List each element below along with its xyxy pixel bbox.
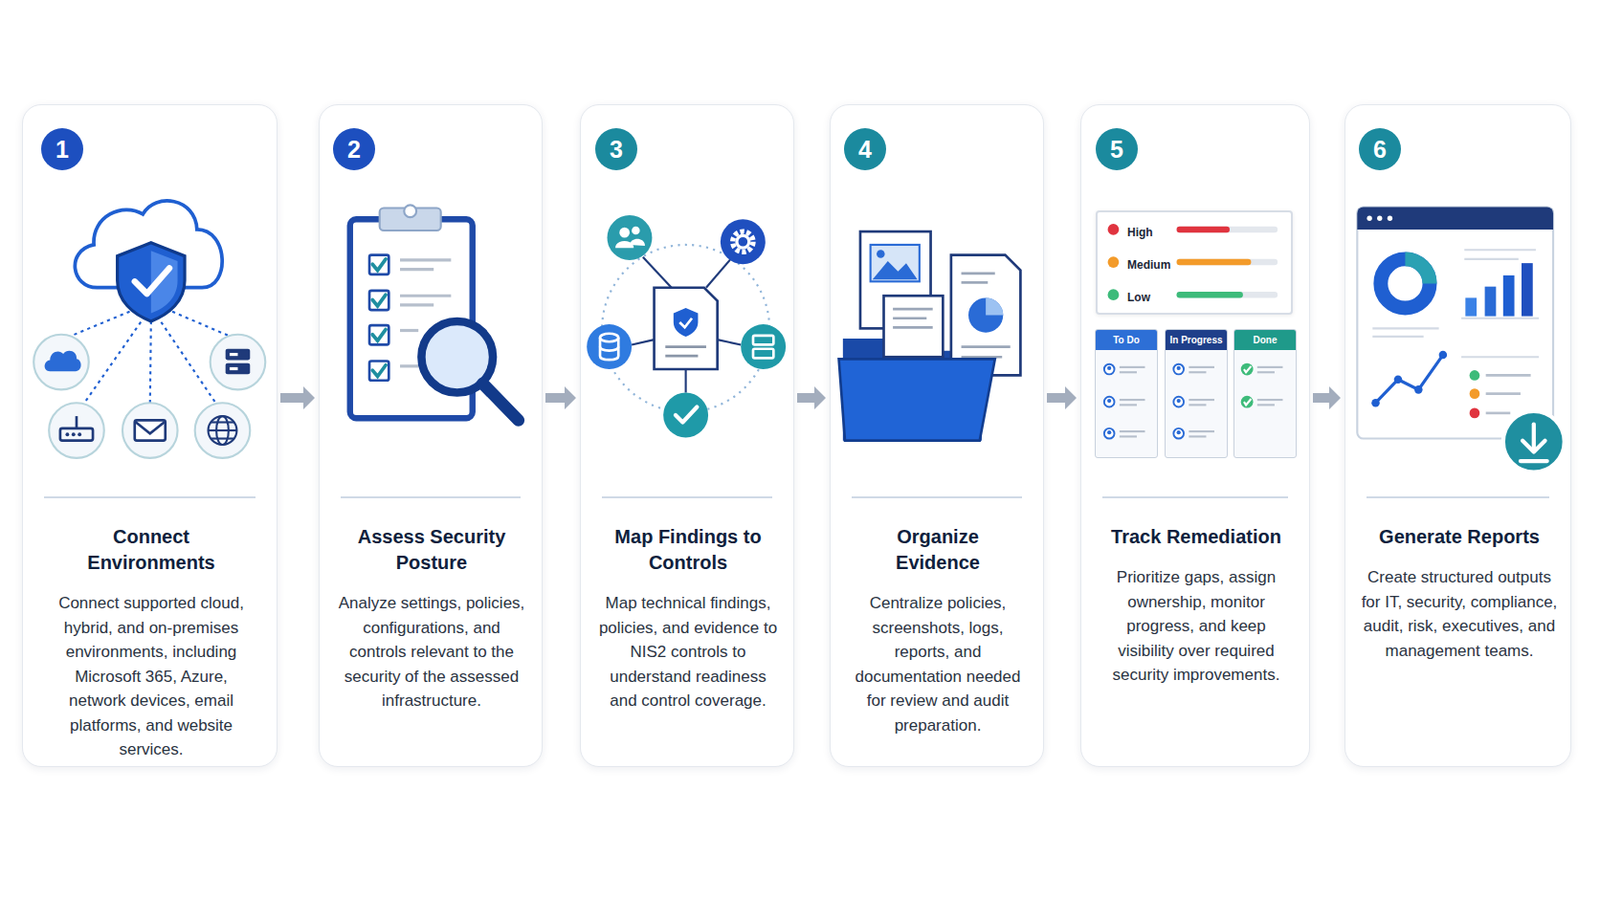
- divider-line: [1366, 496, 1550, 499]
- step-title: Map Findings to Controls: [596, 524, 780, 577]
- divider-line: [1102, 496, 1289, 499]
- step-card: Generate ReportsCreate structured output…: [1344, 104, 1572, 768]
- step-description: Prioritize gaps, assign ownership, monit…: [1108, 565, 1285, 689]
- card-text: Assess Security PostureAnalyze settings,…: [334, 524, 529, 714]
- card-text: Map Findings to ControlsMap technical fi…: [596, 524, 780, 714]
- step-card: Connect EnvironmentsConnect supported cl…: [22, 104, 278, 768]
- step-card: Assess Security PostureAnalyze settings,…: [318, 104, 543, 768]
- step-card: Organize EvidenceCentralize policies, sc…: [829, 104, 1045, 768]
- column-header: To Do: [1095, 330, 1157, 351]
- flow-arrow: [1046, 386, 1077, 410]
- arrow-shape: [797, 386, 826, 410]
- arrow-shape: [545, 386, 577, 410]
- step-number: 4: [858, 135, 872, 164]
- divider-line: [44, 496, 256, 499]
- step-description: Centralize policies, screenshots, logs, …: [853, 591, 1023, 738]
- priority-label: Low: [1127, 290, 1151, 305]
- arrow-shape: [1312, 386, 1341, 410]
- step-card: Map Findings to ControlsMap technical fi…: [579, 104, 795, 768]
- step-number: 1: [55, 135, 69, 164]
- card-text: Organize EvidenceCentralize policies, sc…: [853, 524, 1023, 738]
- flow-arrow: [280, 386, 315, 410]
- step-title: Organize Evidence: [853, 524, 1023, 577]
- card-text: Track RemediationPrioritize gaps, assign…: [1108, 524, 1285, 689]
- priority-label: Medium: [1127, 258, 1171, 272]
- step-description: Create structured outputs for IT, securi…: [1360, 565, 1558, 664]
- flow-arrow: [1312, 386, 1341, 410]
- step-number-circle: 4: [844, 128, 887, 171]
- step-number: 6: [1373, 135, 1387, 164]
- step-number: 2: [347, 135, 361, 164]
- column-title: In Progress: [1169, 334, 1223, 346]
- divider-line: [851, 496, 1023, 499]
- arrow-shape: [1046, 386, 1077, 410]
- step-number: 5: [1110, 135, 1124, 164]
- step-title: Track Remediation: [1108, 524, 1285, 551]
- flow-arrow: [545, 386, 577, 410]
- column-header: In Progress: [1165, 330, 1227, 351]
- column-title: Done: [1253, 334, 1278, 346]
- step-card: Track RemediationPrioritize gaps, assign…: [1080, 104, 1311, 768]
- step-title: Connect Environments: [48, 524, 254, 577]
- flow-arrow: [797, 386, 826, 410]
- step-number: 3: [609, 135, 623, 164]
- step-number-circle: 5: [1095, 128, 1138, 171]
- card-text: Generate ReportsCreate structured output…: [1360, 524, 1558, 664]
- step-number-circle: 6: [1358, 128, 1401, 171]
- step-title: Assess Security Posture: [334, 524, 529, 577]
- step-title: Generate Reports: [1360, 524, 1558, 551]
- priority-label: High: [1127, 225, 1154, 240]
- column-title: To Do: [1112, 334, 1140, 346]
- card-text: Connect EnvironmentsConnect supported cl…: [48, 524, 254, 763]
- step-number-circle: 3: [595, 128, 638, 171]
- arrow-shape: [280, 386, 315, 410]
- priority-panel: HighMediumLow: [1095, 210, 1293, 315]
- step-number-circle: 1: [41, 128, 84, 171]
- column-header: Done: [1234, 330, 1296, 351]
- divider-line: [340, 496, 521, 499]
- kanban-column: In Progress: [1164, 329, 1228, 459]
- divider-line: [601, 496, 773, 499]
- kanban-column: To Do: [1094, 329, 1158, 459]
- step-description: Analyze settings, policies, configuratio…: [334, 591, 529, 714]
- step-description: Map technical findings, policies, and ev…: [596, 591, 780, 714]
- step-description: Connect supported cloud, hybrid, and on-…: [48, 591, 254, 763]
- step-number-circle: 2: [333, 128, 376, 171]
- kanban-column: Done: [1233, 329, 1297, 459]
